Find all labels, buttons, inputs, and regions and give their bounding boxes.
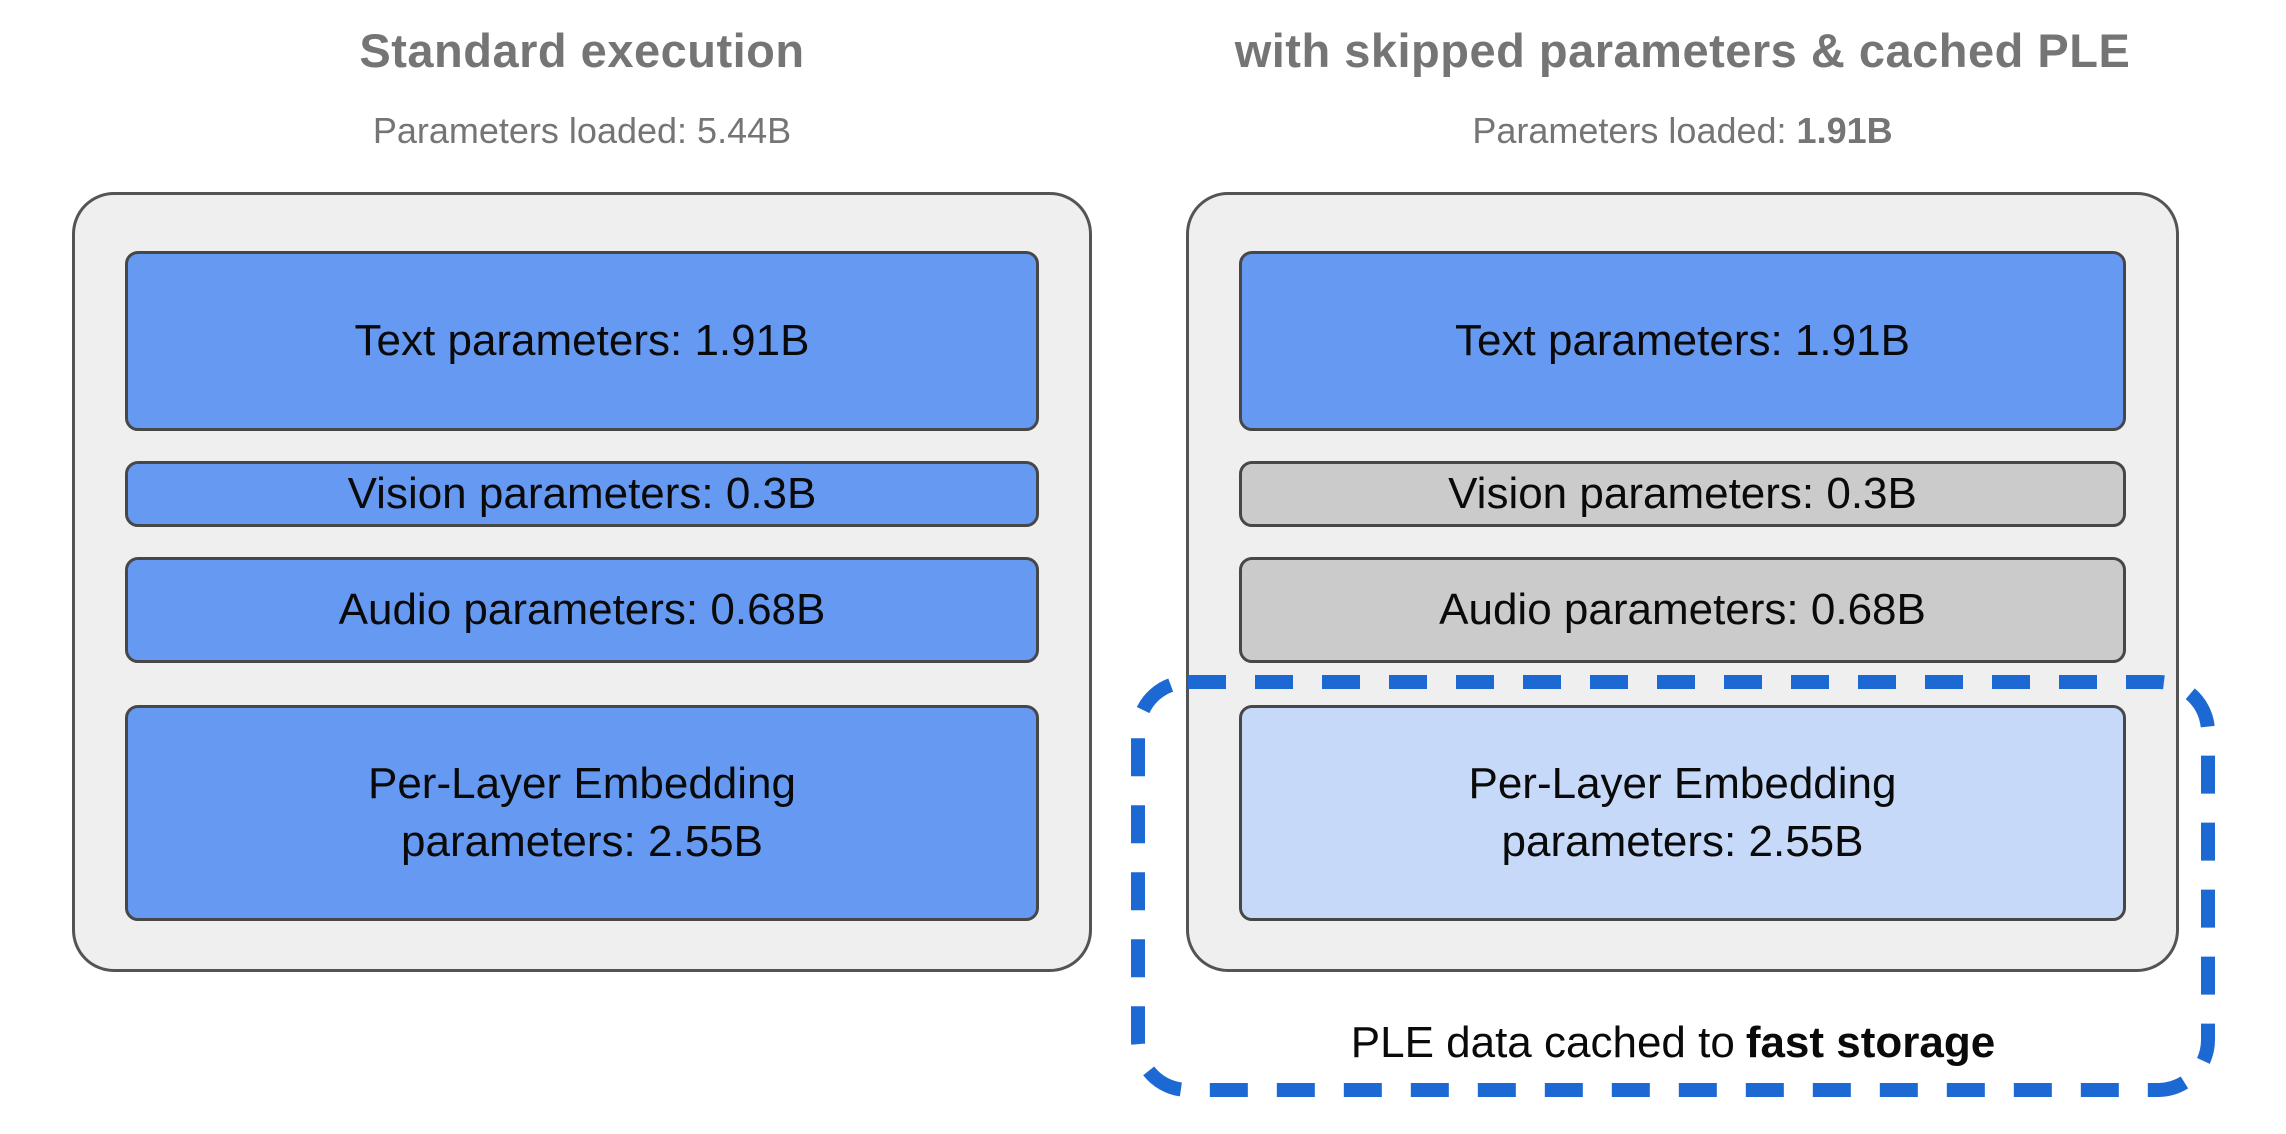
left-per-layer-embedding-box: Per-Layer Embedding parameters: 2.55B bbox=[125, 705, 1039, 921]
left-panel-subtitle: Parameters loaded: 5.44B bbox=[72, 108, 1092, 154]
left-audio-parameters-box: Audio parameters: 0.68B bbox=[125, 557, 1039, 663]
right-params-loaded-value: 1.91B bbox=[1796, 110, 1893, 151]
right-panel-title: with skipped parameters & cached PLE bbox=[1234, 23, 2131, 77]
left-vision-parameters-label: Vision parameters: 0.3B bbox=[347, 468, 817, 518]
left-params-loaded-value: 5.44B bbox=[697, 110, 792, 151]
cache-note-prefix: PLE data cached to bbox=[1350, 1018, 1735, 1067]
left-params-loaded-label: Parameters loaded: bbox=[372, 110, 688, 151]
cache-note: PLE data cached to fast storage bbox=[1130, 1012, 2216, 1074]
right-model-container: Text parameters: 1.91B Vision parameters… bbox=[1186, 192, 2179, 972]
right-vision-parameters-box: Vision parameters: 0.3B bbox=[1239, 461, 2126, 527]
left-panel-title: Standard execution bbox=[359, 23, 805, 77]
right-params-loaded-label: Parameters loaded: bbox=[1472, 110, 1787, 151]
right-panel-subtitle: Parameters loaded: 1.91B bbox=[1186, 108, 2179, 154]
right-audio-parameters-label: Audio parameters: 0.68B bbox=[1439, 584, 1926, 634]
right-text-parameters-box: Text parameters: 1.91B bbox=[1239, 251, 2126, 431]
right-vision-parameters-label: Vision parameters: 0.3B bbox=[1448, 468, 1917, 518]
left-text-parameters-label: Text parameters: 1.91B bbox=[354, 315, 810, 365]
left-per-layer-embedding-label: Per-Layer Embedding parameters: 2.55B bbox=[367, 758, 796, 866]
right-per-layer-embedding-box: Per-Layer Embedding parameters: 2.55B bbox=[1239, 705, 2126, 921]
left-model-container: Text parameters: 1.91B Vision parameters… bbox=[72, 192, 1092, 972]
left-text-parameters-box: Text parameters: 1.91B bbox=[125, 251, 1039, 431]
left-audio-parameters-label: Audio parameters: 0.68B bbox=[338, 584, 826, 634]
right-audio-parameters-box: Audio parameters: 0.68B bbox=[1239, 557, 2126, 663]
right-text-parameters-label: Text parameters: 1.91B bbox=[1455, 315, 1910, 365]
cache-note-emphasis: fast storage bbox=[1745, 1018, 1996, 1067]
right-per-layer-embedding-label: Per-Layer Embedding parameters: 2.55B bbox=[1468, 758, 1897, 866]
left-vision-parameters-box: Vision parameters: 0.3B bbox=[125, 461, 1039, 527]
